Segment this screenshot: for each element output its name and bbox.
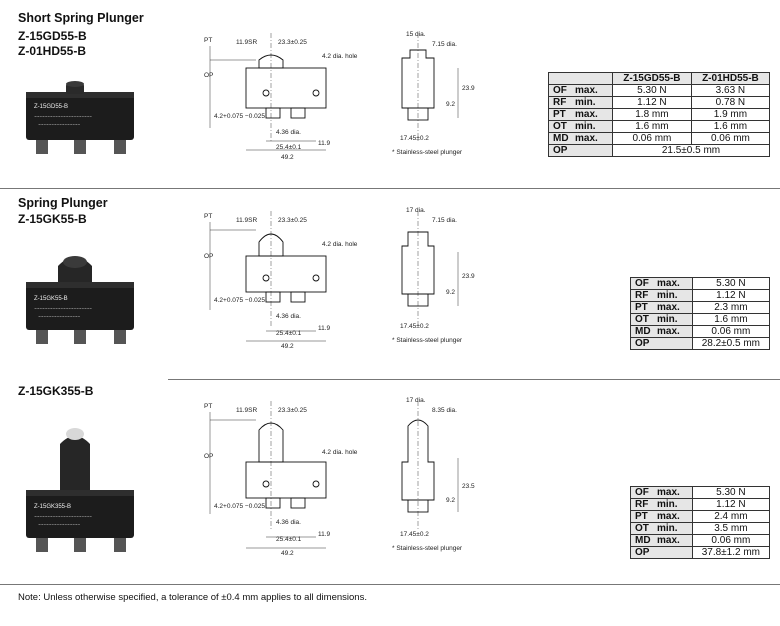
dimension-drawing: PT OP 11.9SR 23.3±0.25 4.2 dia. hole 4.2… (204, 31, 475, 161)
svg-text:~~~~~~~~~~~~~~~~~~~~~~: ~~~~~~~~~~~~~~~~~~~~~~ (34, 114, 92, 119)
product-marking: Z-15GD55-B (34, 104, 68, 110)
svg-text:~~~~~~~~~~~~~~~~~~~~~~: ~~~~~~~~~~~~~~~~~~~~~~ (34, 514, 92, 519)
op-label: OP (204, 72, 213, 79)
dim-23-3: 23.3±0.25 (278, 217, 307, 224)
dim-7-15: 7.15 dia. (432, 217, 457, 224)
dim-9-2: 9.2 (446, 289, 455, 296)
model-number: Z-01HD55-B (18, 44, 87, 58)
hole-dim: 4.2 dia. hole (322, 241, 358, 248)
sr-dim: 11.9SR (236, 39, 258, 46)
dimension-drawing: PT OP 11.9SR 23.3±0.25 4.2 dia. hole 4.2… (204, 207, 475, 350)
column-header: Z-15GD55-B (612, 72, 692, 85)
width-dim: 17 dia. (406, 397, 426, 404)
dim-4-36: 4.36 dia. (276, 129, 301, 136)
dim-25-4: 25.4±0.1 (276, 330, 302, 337)
dim-23-3: 23.3±0.25 (278, 407, 307, 414)
pt-label: PT (204, 403, 212, 410)
op-label: OP (204, 253, 213, 260)
width-dim: 17 dia. (406, 207, 426, 214)
model-number: Z-15GK55-B (18, 212, 87, 226)
svg-text:~~~~~~~~~~~~~~~~: ~~~~~~~~~~~~~~~~ (38, 522, 80, 527)
stainless-note: * Stainless-steel plunger (392, 337, 463, 344)
model-number: Z-15GD55-B (18, 29, 87, 43)
dim-7-15: 7.15 dia. (432, 41, 457, 48)
dim-25-4: 25.4±0.1 (276, 536, 302, 543)
dim-17-45: 17.45±0.2 (400, 135, 429, 142)
hole-tol: 4.2+0.075 −0.025 (214, 503, 265, 510)
section-divider (0, 188, 780, 189)
dim-23-5: 23.5 (462, 483, 475, 490)
dim-8-35: 8.35 dia. (432, 407, 457, 414)
hole-tol: 4.2+0.075 −0.025 (214, 113, 265, 120)
product-marking: Z-15GK355-B (34, 504, 71, 510)
pt-label: PT (204, 37, 212, 44)
svg-text:~~~~~~~~~~~~~~~~~~~~~~: ~~~~~~~~~~~~~~~~~~~~~~ (34, 306, 92, 311)
hole-dim: 4.2 dia. hole (322, 449, 358, 456)
dim-49-2: 49.2 (281, 550, 294, 557)
dim-11-9: 11.9 (318, 531, 331, 538)
section-heading: Short Spring Plunger (18, 11, 144, 25)
dim-49-2: 49.2 (281, 343, 294, 350)
sr-dim: 11.9SR (236, 407, 258, 414)
column-header: Z-01HD55-B (690, 72, 771, 85)
dim-9-2: 9.2 (446, 497, 455, 504)
svg-text:~~~~~~~~~~~~~~~~: ~~~~~~~~~~~~~~~~ (38, 314, 80, 319)
sr-dim: 11.9SR (236, 217, 258, 224)
pt-label: PT (204, 213, 212, 220)
tolerance-note: Note: Unless otherwise specified, a tole… (18, 592, 367, 603)
dim-23-9: 23.9 (462, 273, 475, 280)
svg-text:~~~~~~~~~~~~~~~~: ~~~~~~~~~~~~~~~~ (38, 122, 80, 127)
dim-9-2: 9.2 (446, 101, 455, 108)
switch-photo: Z-15GD55-B ~~~~~~~~~~~~~~~~~~~~~~ ~~~~~~… (26, 81, 134, 154)
hole-dim: 4.2 dia. hole (322, 53, 358, 60)
dim-23-3: 23.3±0.25 (278, 39, 307, 46)
dim-49-2: 49.2 (281, 154, 294, 161)
footer-divider (0, 584, 780, 585)
stainless-note: * Stainless-steel plunger (392, 149, 463, 156)
op-label: OP (204, 453, 213, 460)
switch-photo: Z-15GK55-B ~~~~~~~~~~~~~~~~~~~~~~ ~~~~~~… (26, 256, 134, 344)
dim-17-45: 17.45±0.2 (400, 531, 429, 538)
product-marking: Z-15GK55-B (34, 296, 68, 302)
hole-tol: 4.2+0.075 −0.025 (214, 297, 265, 304)
switch-photo: Z-15GK355-B ~~~~~~~~~~~~~~~~~~~~~~ ~~~~~… (26, 428, 134, 552)
dim-11-9: 11.9 (318, 325, 331, 332)
dim-11-9: 11.9 (318, 140, 331, 147)
dim-4-36: 4.36 dia. (276, 313, 301, 320)
dim-23-9: 23.9 (462, 85, 475, 92)
section-divider (168, 379, 780, 380)
dimension-drawing: PT OP 11.9SR 23.3±0.25 4.2 dia. hole 4.2… (204, 397, 475, 557)
section-heading: Spring Plunger (18, 196, 108, 210)
dim-17-45: 17.45±0.2 (400, 323, 429, 330)
dim-4-36: 4.36 dia. (276, 519, 301, 526)
model-number: Z-15GK355-B (18, 384, 94, 398)
stainless-note: * Stainless-steel plunger (392, 545, 463, 552)
dim-25-4: 25.4±0.1 (276, 144, 302, 151)
width-dim: 15 dia. (406, 31, 426, 38)
